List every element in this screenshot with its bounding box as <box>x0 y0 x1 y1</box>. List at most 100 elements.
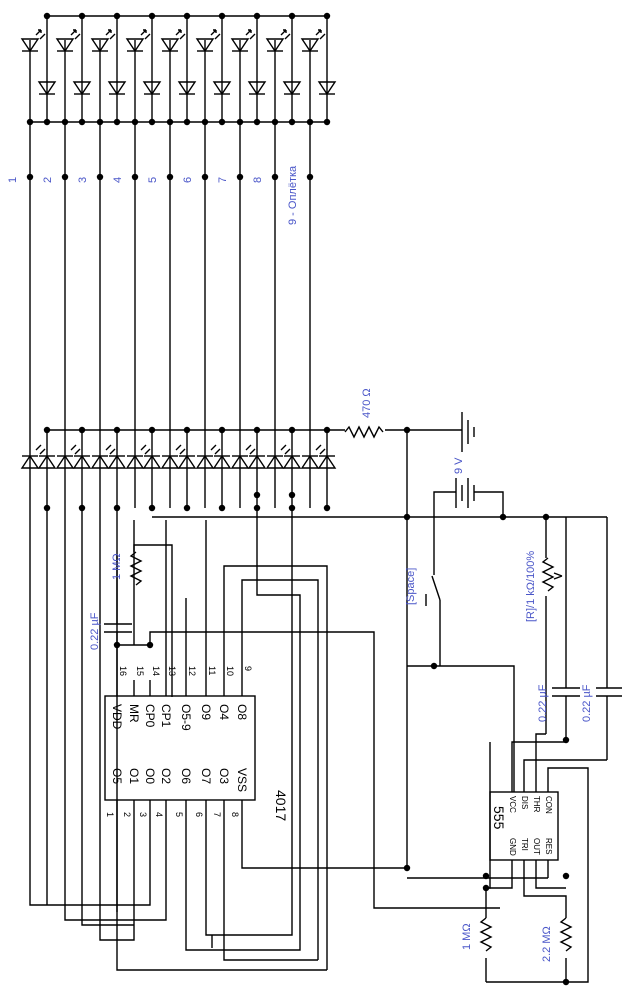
wire <box>205 508 293 936</box>
pin-555-right: CON <box>544 796 553 814</box>
led-bottom-4 <box>90 444 116 469</box>
led-bottom-9 <box>177 454 197 469</box>
led-top-5 <box>107 81 127 96</box>
led-diode <box>282 454 302 469</box>
led-diode <box>142 454 162 469</box>
led-top-3 <box>72 81 92 96</box>
led-light-arrows <box>245 29 256 40</box>
led-light-arrows <box>315 444 326 455</box>
pin-number-bottom: 3 <box>138 812 148 817</box>
led-top-10 <box>195 29 221 53</box>
led-light-arrows <box>315 29 326 40</box>
pin-number-bottom: 5 <box>174 812 184 817</box>
led-diode <box>317 81 337 96</box>
led-diode <box>230 454 250 469</box>
capacitor-b-label: 0.22 µF <box>581 684 593 722</box>
led-top-14 <box>265 29 291 53</box>
led-diode <box>37 81 57 96</box>
column-label-7: 7 <box>217 177 229 183</box>
junction-dot <box>183 118 191 126</box>
battery-label: 9 V <box>453 457 465 474</box>
junction-dot <box>61 173 69 181</box>
led-diode <box>125 38 145 53</box>
junction-dot <box>183 12 191 20</box>
capacitor-left <box>104 623 132 633</box>
junction-dot <box>482 872 490 880</box>
junction-dot <box>562 872 570 880</box>
signal-top: O4 <box>217 704 231 720</box>
pin-number-bottom: 1 <box>105 812 115 817</box>
pin-number-bottom: 2 <box>122 812 132 817</box>
led-top-1 <box>37 81 57 96</box>
column-label-3: 3 <box>77 177 89 183</box>
pin-number-bottom: 8 <box>230 812 240 817</box>
led-diode <box>107 81 127 96</box>
capacitor-left-label: 0.22 µF <box>89 612 101 650</box>
wire <box>149 631 500 909</box>
pin-555-left: TRI <box>520 838 529 851</box>
junction-dot <box>218 12 226 20</box>
junction-dot <box>323 12 331 20</box>
junction-dot <box>96 173 104 181</box>
wire <box>29 508 151 906</box>
led-diode <box>265 454 285 469</box>
junction-dot <box>218 504 226 512</box>
signal-top: MR <box>127 704 141 723</box>
wire <box>241 818 407 869</box>
led-diode <box>72 454 92 469</box>
column-label-8: 8 <box>252 177 264 183</box>
junction-dot <box>323 504 331 512</box>
led-diode <box>90 454 110 469</box>
junction-dot <box>253 491 261 499</box>
led-light-arrows <box>140 444 151 455</box>
resistor-2m2 <box>559 917 573 952</box>
components: 470 Ω 9 V [Space] [R]/1 kΩ/100% 1 MΩ <box>7 29 622 962</box>
led-bottom-8 <box>160 444 186 469</box>
pin-555-left: OUT <box>532 838 541 855</box>
wire <box>486 878 513 889</box>
led-top-7 <box>142 81 162 96</box>
wire <box>407 665 515 792</box>
junction-dot <box>148 504 156 512</box>
pin-555-right: DIS <box>520 796 529 809</box>
junction-dot <box>78 426 86 434</box>
led-bottom-17 <box>317 454 337 469</box>
resistor-470 <box>344 425 384 439</box>
signal-top: O9 <box>199 704 213 720</box>
junction-dot <box>236 173 244 181</box>
junction-dot <box>113 426 121 434</box>
signal-bottom: O2 <box>159 768 173 784</box>
ground-symbol <box>461 412 475 452</box>
wire <box>81 508 134 926</box>
junction-dot <box>271 173 279 181</box>
led-diode <box>72 81 92 96</box>
led-top-12 <box>230 29 256 53</box>
signal-top: O8 <box>235 704 249 720</box>
led-top-4 <box>90 29 116 53</box>
ic-4017 <box>104 695 256 801</box>
junction-dot <box>218 426 226 434</box>
signal-top: CP0 <box>143 704 157 728</box>
led-bottom-7 <box>142 454 162 469</box>
column-label-1: 1 <box>7 177 19 183</box>
led-light-arrows <box>280 29 291 40</box>
wire <box>433 491 456 575</box>
ic-4017-pins: 16VDD1O515MR2O114CP03O013CP14O212O5-95O6… <box>105 666 253 818</box>
wire <box>523 759 607 775</box>
led-diode <box>142 81 162 96</box>
led-top-2 <box>55 29 81 53</box>
wire <box>223 818 318 961</box>
led-top-17 <box>317 81 337 96</box>
pin-number-top: 14 <box>151 666 161 676</box>
resistor-1m-bottom <box>479 917 493 952</box>
led-light-arrows <box>210 444 221 455</box>
signal-bottom: O6 <box>179 768 193 784</box>
capacitor-b <box>596 687 622 697</box>
junction-dot <box>562 978 570 986</box>
led-light-arrows <box>175 29 186 40</box>
pin-number-top: 15 <box>135 666 145 676</box>
led-bottom-16 <box>300 444 326 469</box>
pin-555-left: RES <box>544 838 553 854</box>
